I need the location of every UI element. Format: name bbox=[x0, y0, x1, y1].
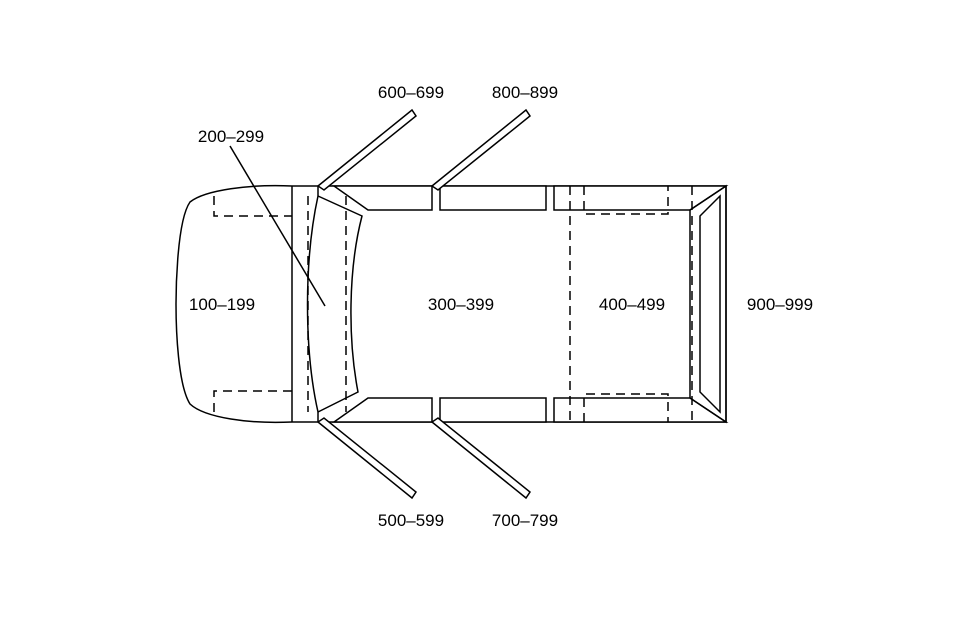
zone-label-rear: 900–999 bbox=[747, 295, 813, 314]
zone-label-front: 100–199 bbox=[189, 295, 255, 314]
left-cargo-panel bbox=[553, 185, 729, 211]
left-front-door-panel bbox=[331, 185, 433, 211]
zone-label-cargo: 400–499 bbox=[599, 295, 665, 314]
zone-label-cab: 300–399 bbox=[428, 295, 494, 314]
front-hood bbox=[175, 184, 318, 424]
zone-label-windshield: 200–299 bbox=[198, 127, 264, 146]
right-front-door-panel bbox=[331, 397, 433, 423]
cargo-area-outline bbox=[569, 186, 693, 422]
zone-label-right-front-door: 500–599 bbox=[378, 511, 444, 530]
windshield bbox=[306, 195, 363, 413]
zone-label-left-rear-door: 800–899 bbox=[492, 83, 558, 102]
right-rear-door-panel bbox=[439, 397, 547, 423]
right-cargo-panel bbox=[553, 397, 729, 423]
zone-label-left-front-door: 600–699 bbox=[378, 83, 444, 102]
left-rear-door-panel bbox=[439, 185, 547, 211]
leader-lines bbox=[229, 108, 532, 500]
zone-label-right-rear-door: 700–799 bbox=[492, 511, 558, 530]
rear-doors bbox=[689, 184, 727, 424]
